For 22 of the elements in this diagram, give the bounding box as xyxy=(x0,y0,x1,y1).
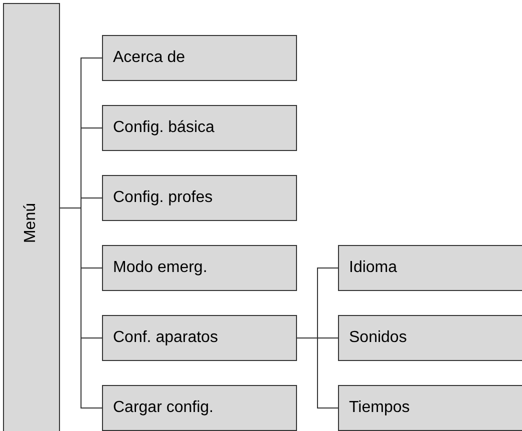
menu-item-box xyxy=(102,35,297,81)
menu-label: Config. profes xyxy=(112,189,213,207)
menu-label: Idioma xyxy=(348,259,398,277)
menu-item-box xyxy=(102,385,297,431)
menu-label: Menú xyxy=(22,202,40,244)
menu-label: Config. básica xyxy=(112,119,214,137)
connector-line xyxy=(296,338,338,408)
menu-label: Cargar config. xyxy=(112,399,214,417)
menu-label: Acerca de xyxy=(112,49,186,67)
connector-line xyxy=(60,208,102,408)
menu-label: Sonidos xyxy=(348,329,407,347)
menu-item-box xyxy=(102,175,297,221)
menu-item-box xyxy=(338,245,522,291)
menu-item-box xyxy=(102,245,297,291)
menu-item-box xyxy=(102,315,297,361)
menu-bar xyxy=(3,3,60,431)
menu-item-box xyxy=(338,315,522,361)
menu-item-box xyxy=(338,385,522,431)
menu-item-box xyxy=(102,105,297,151)
menu-label: Modo emerg. xyxy=(112,259,208,277)
menu-label: Conf. aparatos xyxy=(112,329,218,347)
menu-label: Tiempos xyxy=(348,399,410,417)
